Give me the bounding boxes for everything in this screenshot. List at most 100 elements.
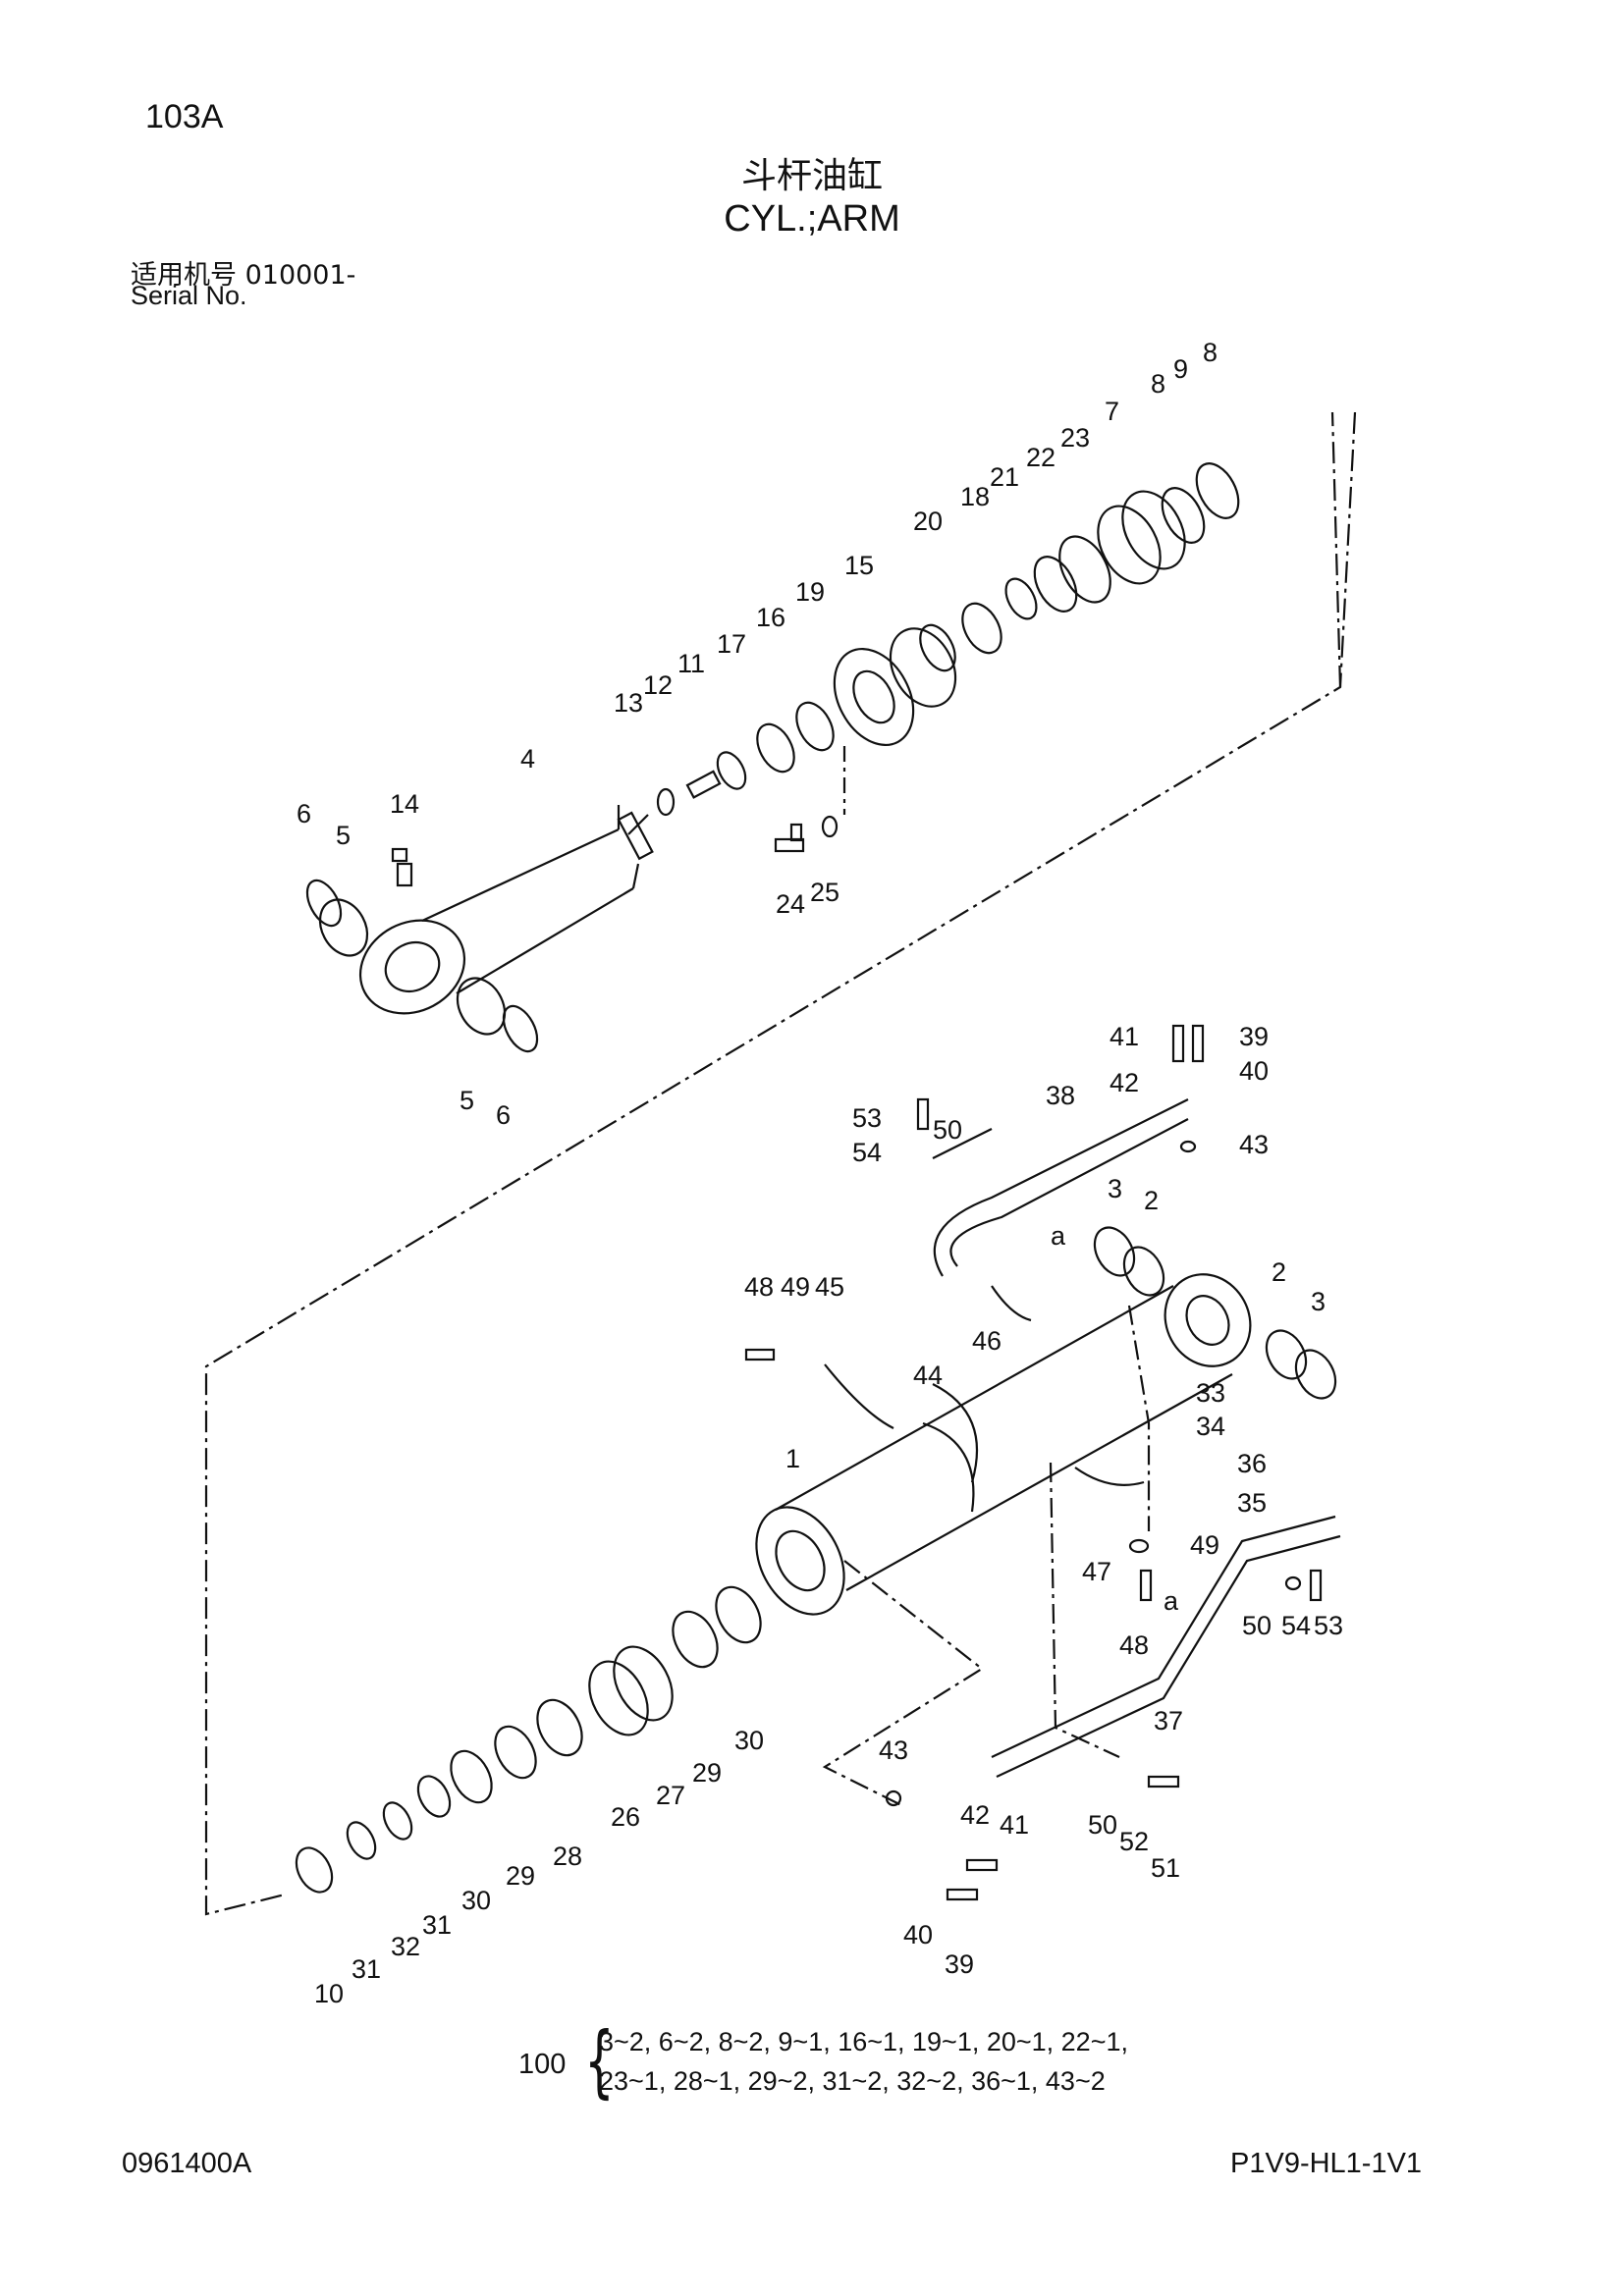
- callout-lower: 3: [1311, 1287, 1326, 1316]
- callout-lower: 30: [734, 1726, 764, 1755]
- callout-upper: 7: [1105, 397, 1119, 426]
- callout-lower: 31: [422, 1910, 452, 1940]
- callout-upper: 12: [643, 670, 673, 700]
- callout-lower: 44: [913, 1361, 943, 1390]
- callout-upper: 6: [297, 799, 311, 828]
- callout-lower: 26: [611, 1802, 640, 1832]
- callout-upper: 19: [795, 577, 825, 607]
- model-code: P1V9-HL1-1V1: [1230, 2148, 1423, 2179]
- callout-lower: 49: [781, 1272, 810, 1302]
- guide-line: [1127, 1305, 1151, 1531]
- callout-lower: 40: [1239, 1056, 1269, 1086]
- callout-upper: 18: [960, 482, 990, 511]
- callout-upper: 22: [1026, 443, 1056, 472]
- page-code: 103A: [145, 98, 224, 135]
- head-seals: [919, 535, 1111, 672]
- serial-label-chinese: 适用机号 010001-: [131, 260, 356, 291]
- callout-lower: 34: [1196, 1412, 1225, 1441]
- hydraulic-pipes: [932, 1098, 1341, 1778]
- callout-upper: 8: [1151, 369, 1165, 399]
- kit-number: 100: [518, 2049, 567, 2080]
- callout-lower: 38: [1046, 1081, 1075, 1110]
- bolts-and-washers: [744, 1024, 1323, 1901]
- callout-upper: 16: [756, 603, 785, 632]
- serial-label-english: Serial No.: [131, 281, 247, 310]
- callout-lower: 32: [391, 1932, 420, 1961]
- callout-upper: 5: [460, 1086, 474, 1115]
- callout-lower: 47: [1082, 1557, 1111, 1586]
- piston-rod: [358, 805, 654, 1015]
- callout-lower: 42: [960, 1800, 990, 1830]
- callout-lower: 46: [972, 1326, 1001, 1356]
- callout-lower: 54: [1281, 1611, 1311, 1640]
- callout-lower: 43: [1239, 1130, 1269, 1159]
- callout-lower: 40: [903, 1920, 933, 1949]
- kit-contents-line-1: 3~2, 6~2, 8~2, 9~1, 16~1, 19~1, 20~1, 22…: [599, 2027, 1128, 2056]
- callout-lower: 45: [815, 1272, 844, 1302]
- callout-numbers: 6 5 14 4 13 12 11 17 16 19 15 20 18 21 2…: [297, 338, 1343, 2008]
- callout-upper: 9: [1173, 354, 1188, 384]
- boundary-line: [1330, 411, 1342, 688]
- callout-upper: 20: [913, 507, 943, 536]
- kit-contents-line-2: 23~1, 28~1, 29~2, 31~2, 32~2, 36~1, 43~2: [599, 2066, 1106, 2096]
- callout-lower: 1: [785, 1444, 800, 1473]
- callout-lower: 35: [1237, 1488, 1267, 1518]
- callout-lower: 51: [1151, 1853, 1180, 1883]
- guide-line: [822, 1560, 984, 1807]
- callout-lower: a: [1164, 1586, 1179, 1616]
- boundary-line: [204, 411, 1357, 1916]
- piston: [1097, 462, 1240, 585]
- cylinder-head: [833, 627, 957, 747]
- callout-lower: 39: [945, 1949, 974, 1979]
- callout-lower: 39: [1239, 1022, 1269, 1051]
- cylinder-tube: [755, 1273, 1252, 1616]
- callout-lower: 30: [461, 1886, 491, 1915]
- callout-upper: 14: [390, 789, 419, 819]
- callout-lower: 37: [1154, 1706, 1183, 1735]
- callout-lower: 3: [1108, 1174, 1122, 1203]
- callout-lower: 49: [1190, 1530, 1219, 1560]
- callout-lower: 41: [1110, 1022, 1139, 1051]
- grease-fitting: [391, 847, 413, 887]
- callout-lower: 50: [933, 1115, 962, 1145]
- callout-lower: 50: [1242, 1611, 1272, 1640]
- piston-seal-set: [295, 1585, 762, 1894]
- callout-upper: 17: [717, 629, 746, 659]
- callout-lower: 2: [1272, 1257, 1286, 1287]
- callout-lower: 43: [879, 1735, 908, 1765]
- callout-upper: 25: [810, 878, 839, 907]
- callout-lower: 42: [1110, 1068, 1139, 1097]
- head-bolt: [774, 815, 839, 853]
- rod-seals: [656, 701, 835, 817]
- callout-lower: 2: [1144, 1186, 1159, 1215]
- rod-end-bushings: [1093, 1226, 1337, 1400]
- kit-brace: {: [584, 2015, 615, 2107]
- callout-upper: 11: [677, 649, 705, 678]
- callout-lower: 31: [352, 1954, 381, 1984]
- callout-lower: 27: [656, 1781, 685, 1810]
- callout-lower: 33: [1196, 1378, 1225, 1408]
- callout-upper: 24: [776, 889, 805, 919]
- callout-lower: 41: [1000, 1810, 1029, 1840]
- callout-upper: 21: [990, 462, 1019, 492]
- rod-end-bushing: [305, 879, 539, 1053]
- callout-lower: 48: [1119, 1630, 1149, 1660]
- callout-lower: 48: [744, 1272, 774, 1302]
- callout-lower: 28: [553, 1842, 582, 1871]
- callout-upper: 8: [1203, 338, 1218, 367]
- document-number: 0961400A: [122, 2148, 252, 2179]
- callout-lower: 36: [1237, 1449, 1267, 1478]
- callout-upper: 6: [496, 1100, 511, 1130]
- callout-lower: 53: [852, 1103, 882, 1133]
- callout-lower: 50: [1088, 1810, 1117, 1840]
- callout-lower: 10: [314, 1979, 344, 2008]
- callout-lower: 29: [506, 1861, 535, 1891]
- callout-lower: 54: [852, 1138, 882, 1167]
- callout-upper: 4: [520, 744, 535, 774]
- tube-clamps: [824, 1285, 1145, 1513]
- callout-upper: 13: [614, 688, 643, 718]
- callout-upper: 15: [844, 551, 874, 580]
- callout-upper: 5: [336, 821, 351, 850]
- callout-lower: 52: [1119, 1827, 1149, 1856]
